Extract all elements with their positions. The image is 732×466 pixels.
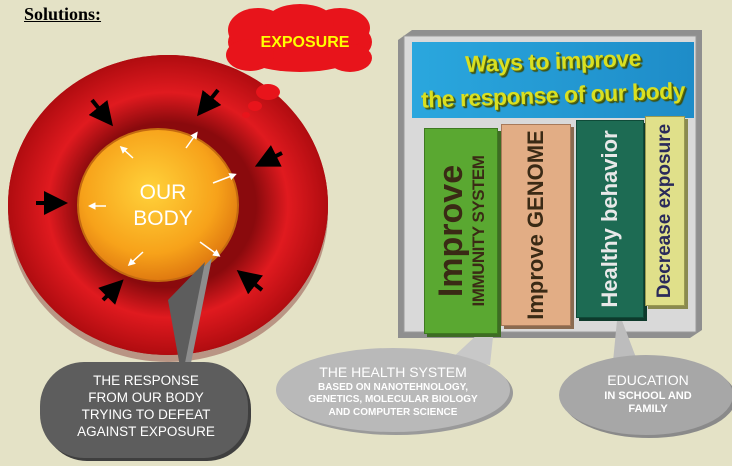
response-line: THE RESPONSE bbox=[93, 373, 199, 388]
ways-banner-text: Ways to improve the response of our body bbox=[412, 44, 694, 113]
response-line: FROM OUR BODY bbox=[88, 389, 204, 405]
health-bubble-text: THE HEALTH SYSTEM BASED ON NANOTEHNOLOGY… bbox=[282, 364, 504, 419]
book-title: Healthy behavior bbox=[597, 130, 622, 308]
response-bubble bbox=[40, 258, 251, 461]
our-body-line2: BODY bbox=[133, 207, 193, 231]
our-body-label: OUR BODY bbox=[108, 180, 218, 233]
body-core bbox=[77, 128, 239, 282]
response-line: AGAINST EXPOSURE bbox=[77, 423, 215, 439]
response-arrows bbox=[88, 131, 237, 267]
response-bubble-text: THE RESPONSE FROM OUR BODY TRYING TO DEF… bbox=[44, 373, 248, 441]
health-line: AND COMPUTER SCIENCE bbox=[328, 406, 458, 418]
solutions-heading: Solutions: bbox=[24, 4, 102, 24]
book-decrease-exposure: Decrease exposure bbox=[645, 116, 685, 306]
health-line: BASED ON NANOTEHNOLOGY, bbox=[317, 381, 468, 393]
education-line: IN SCHOOL AND bbox=[604, 389, 692, 402]
education-bubble bbox=[559, 310, 732, 438]
book-subtitle: IMMUNITY SYSTEM bbox=[469, 155, 488, 307]
education-bubble-text: EDUCATION IN SCHOOL AND FAMILY bbox=[566, 372, 730, 417]
education-title: EDUCATION bbox=[607, 372, 689, 388]
book-immunity: Improve IMMUNITY SYSTEM bbox=[424, 128, 498, 334]
ways-banner bbox=[412, 42, 694, 118]
book-behavior: Healthy behavior bbox=[576, 120, 644, 318]
response-line: TRYING TO DEFEAT bbox=[81, 406, 211, 422]
our-body-line1: OUR bbox=[139, 181, 187, 204]
health-line: GENETICS, MOLECULAR BIOLOGY bbox=[308, 394, 478, 405]
book-genome: Improve GENOME bbox=[501, 124, 571, 326]
book-title: Improve bbox=[432, 164, 470, 298]
book-title: Improve GENOME bbox=[523, 130, 548, 320]
book-title: Decrease exposure bbox=[654, 123, 675, 299]
education-line: FAMILY bbox=[628, 403, 668, 416]
health-title: THE HEALTH SYSTEM bbox=[319, 364, 467, 380]
exposure-label: EXPOSURE bbox=[260, 34, 350, 51]
exposure-cloud bbox=[226, 4, 372, 118]
exposure-arrows bbox=[36, 88, 283, 305]
